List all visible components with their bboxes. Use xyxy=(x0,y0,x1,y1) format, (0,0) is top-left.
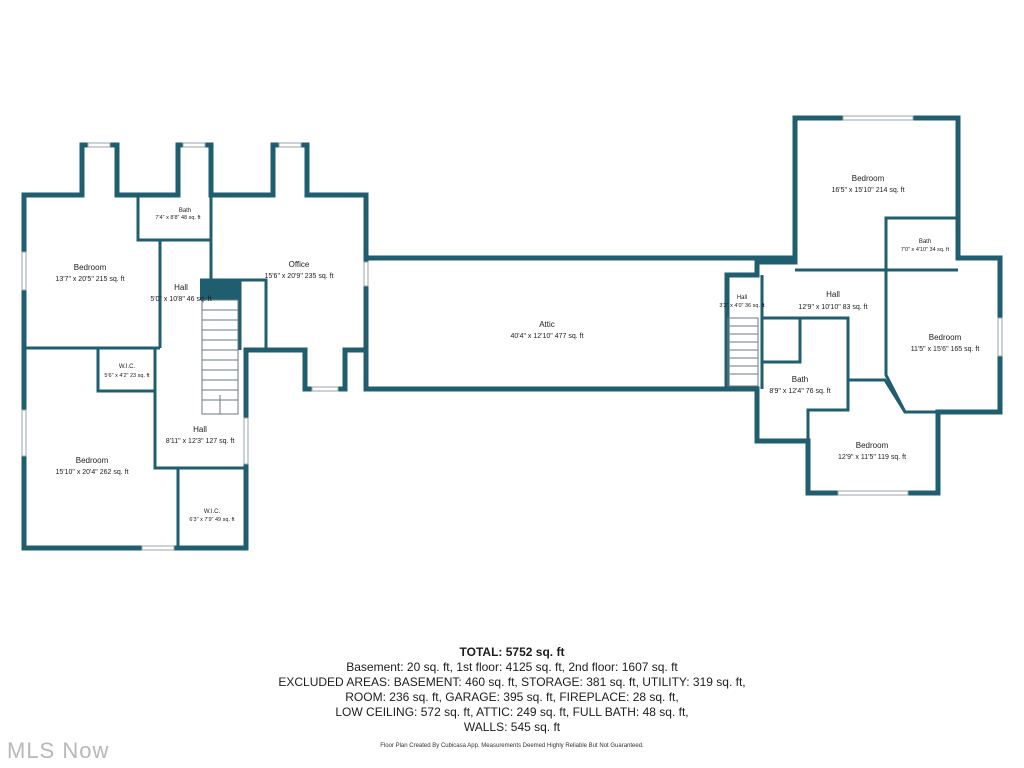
wall-hall-lower xyxy=(153,391,246,470)
summary-line-5: WALLS: 545 sq. ft xyxy=(463,720,561,734)
svg-text:Office: Office xyxy=(289,260,310,269)
wall-bath-e xyxy=(762,318,802,364)
svg-text:Hall: Hall xyxy=(826,290,840,299)
svg-text:Bedroom: Bedroom xyxy=(929,333,962,342)
svg-text:Bedroom: Bedroom xyxy=(74,263,107,272)
summary-line-3: ROOM: 236 sq. ft, GARAGE: 395 sq. ft, FI… xyxy=(345,690,679,704)
room-hall-upper: Hall 5'0" x 10'8" 46 sq. ft xyxy=(150,283,211,303)
svg-text:Hall: Hall xyxy=(737,295,747,301)
windows xyxy=(21,115,1003,551)
svg-text:16'5" x 15'10" 214 sq. ft: 16'5" x 15'10" 214 sq. ft xyxy=(831,187,904,194)
svg-text:Hall: Hall xyxy=(174,283,188,292)
svg-text:8'9" x 12'4" 76 sq. ft: 8'9" x 12'4" 76 sq. ft xyxy=(769,388,830,395)
stairs-left xyxy=(201,299,239,415)
svg-text:Bedroom: Bedroom xyxy=(856,441,889,450)
svg-text:8'11" x 12'3" 127 sq. ft: 8'11" x 12'3" 127 sq. ft xyxy=(166,438,235,445)
svg-text:Bath: Bath xyxy=(919,239,931,245)
room-attic: Attic 40'4" x 12'10" 477 sq. ft xyxy=(510,320,583,340)
svg-text:6'3" x 7'9" 49 sq. ft: 6'3" x 7'9" 49 sq. ft xyxy=(189,517,235,523)
room-hall-small-e: Hall 3'2" x 4'0" 36 sq. ft xyxy=(719,295,765,309)
svg-text:7'4" x 8'8" 48 sq. ft: 7'4" x 8'8" 48 sq. ft xyxy=(155,215,201,221)
room-hall-lower: Hall 8'11" x 12'3" 127 sq. ft xyxy=(166,425,235,445)
svg-text:13'7" x 20'5" 215 sq. ft: 13'7" x 20'5" 215 sq. ft xyxy=(55,276,124,283)
wall-hall-e xyxy=(762,316,850,375)
wall-bedroom-se xyxy=(848,378,938,414)
svg-text:Bath: Bath xyxy=(179,208,191,214)
wall-right-wing xyxy=(724,115,1003,496)
stairs-right xyxy=(727,317,759,387)
svg-text:12'9" x 10'10" 83 sq. ft: 12'9" x 10'10" 83 sq. ft xyxy=(798,304,867,311)
svg-text:W.I.C.: W.I.C. xyxy=(204,509,221,515)
svg-text:7'0" x 4'10" 34 sq. ft: 7'0" x 4'10" 34 sq. ft xyxy=(901,247,950,253)
svg-text:5'0" x 10'8" 46 sq. ft: 5'0" x 10'8" 46 sq. ft xyxy=(150,296,211,303)
mls-now-logo: MLS Now xyxy=(7,738,110,763)
room-wic-small: W.I.C. 5'6" x 4'2" 23 sq. ft xyxy=(104,364,150,379)
room-bedroom-e: Bedroom 11'5" x 15'6" 165 sq. ft xyxy=(911,333,980,353)
room-office: Office 15'6" x 20'9" 235 sq. ft xyxy=(264,260,333,280)
room-wic-lower: W.I.C. 6'3" x 7'9" 49 sq. ft xyxy=(189,509,235,523)
total-area: TOTAL: 5752 sq. ft xyxy=(459,645,565,659)
svg-text:Bedroom: Bedroom xyxy=(852,174,885,183)
svg-text:Bedroom: Bedroom xyxy=(76,456,109,465)
room-bedroom-se: Bedroom 12'9" x 11'5" 119 sq. ft xyxy=(838,441,906,461)
svg-text:40'4" x 12'10" 477 sq. ft: 40'4" x 12'10" 477 sq. ft xyxy=(510,333,583,340)
room-bath-ne: Bath 7'0" x 4'10" 34 sq. ft xyxy=(901,239,950,253)
svg-text:15'6" x 20'9" 235 sq. ft: 15'6" x 20'9" 235 sq. ft xyxy=(264,273,333,280)
room-bath-top: Bath 7'4" x 8'8" 48 sq. ft xyxy=(155,208,201,221)
svg-text:Hall: Hall xyxy=(193,425,207,434)
summary-line-4: LOW CEILING: 572 sq. ft, ATTIC: 249 sq. … xyxy=(335,705,689,719)
wall-bedroom-e xyxy=(884,270,907,413)
wall-attic-bottom xyxy=(363,347,760,392)
credit-text: Floor Plan Created By Cubicasa App. Meas… xyxy=(380,743,644,749)
svg-text:5'6" x 4'2" 23 sq. ft: 5'6" x 4'2" 23 sq. ft xyxy=(104,373,150,379)
summary-line-2: EXCLUDED AREAS: BASEMENT: 460 sq. ft, ST… xyxy=(278,675,746,689)
wall-bath-top xyxy=(136,195,213,242)
svg-text:11'5" x 15'6" 165 sq. ft: 11'5" x 15'6" 165 sq. ft xyxy=(911,346,980,353)
room-hall-e: Hall 12'9" x 10'10" 83 sq. ft xyxy=(798,290,867,311)
svg-text:Bath: Bath xyxy=(792,375,808,384)
room-bedroom-ne: Bedroom 16'5" x 15'10" 214 sq. ft xyxy=(831,174,904,194)
svg-text:W.I.C.: W.I.C. xyxy=(119,364,136,370)
svg-text:15'10" x 20'4" 262 sq. ft: 15'10" x 20'4" 262 sq. ft xyxy=(55,469,128,476)
summary-line-1: Basement: 20 sq. ft, 1st floor: 4125 sq.… xyxy=(346,660,678,674)
svg-text:3'2" x 4'0" 36 sq. ft: 3'2" x 4'0" 36 sq. ft xyxy=(719,303,765,309)
svg-text:12'9" x 11'5" 119 sq. ft: 12'9" x 11'5" 119 sq. ft xyxy=(838,454,906,461)
room-bedroom-nw: Bedroom 13'7" x 20'5" 215 sq. ft xyxy=(55,263,124,283)
wall-left-wing xyxy=(21,142,369,551)
area-summary: TOTAL: 5752 sq. ft Basement: 20 sq. ft, … xyxy=(0,645,1024,735)
wall-wic-small xyxy=(96,348,157,393)
stair-landing xyxy=(200,280,240,300)
wall-bath-ne xyxy=(884,216,958,270)
wall-closet xyxy=(240,278,268,350)
wall-bath-e-east xyxy=(806,375,850,441)
svg-text:Attic: Attic xyxy=(539,320,555,329)
room-bath-e: Bath 8'9" x 12'4" 76 sq. ft xyxy=(769,375,830,395)
room-bedroom-sw: Bedroom 15'10" x 20'4" 262 sq. ft xyxy=(55,456,128,476)
